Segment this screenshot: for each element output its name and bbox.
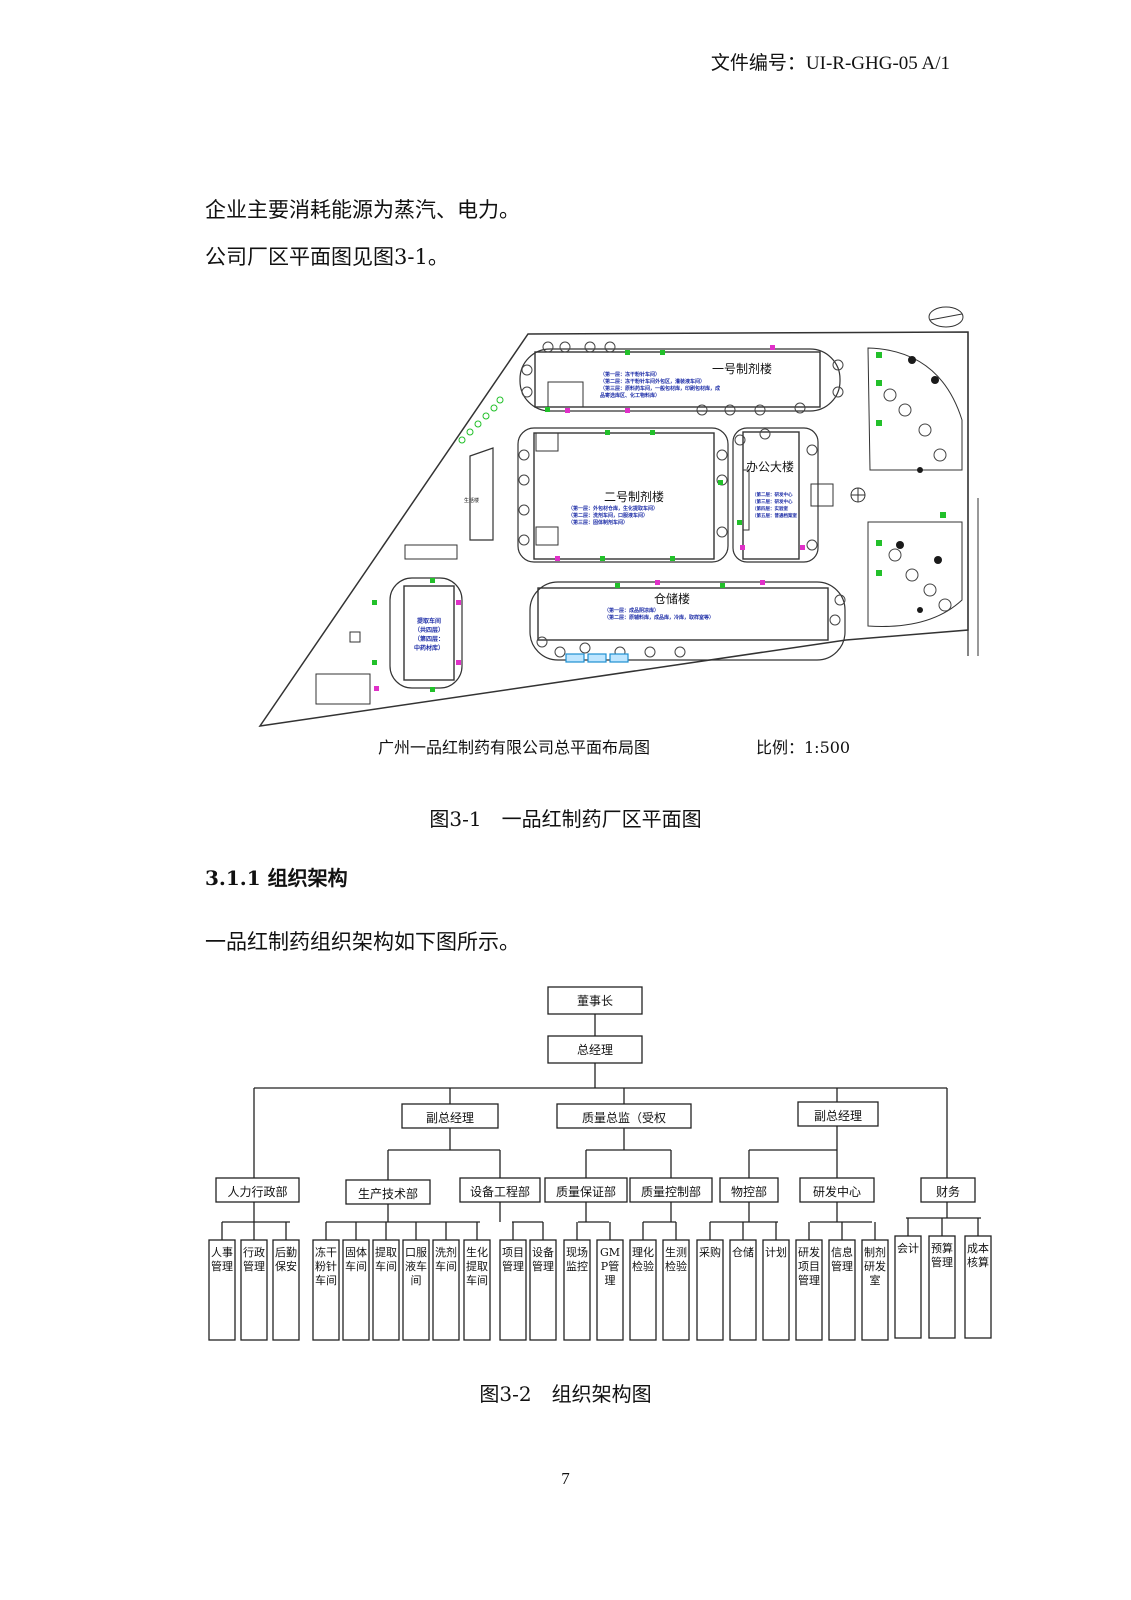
department-box: 质量保证部 [555, 1185, 616, 1199]
building-2-note: （第三层：固体制剂车间） [568, 520, 629, 526]
building-2-label: 二号制剂楼 [604, 490, 665, 504]
extraction-note: 中药材库） [413, 645, 444, 652]
warehouse-note: （第一层：成品阴凉库） [604, 608, 660, 614]
energy-paragraph: 企业主要消耗能源为蒸汽、电力。 [205, 198, 520, 222]
warehouse-label: 仓储楼 [654, 592, 691, 606]
quality-director-box: 质量总监（受权 [581, 1111, 666, 1125]
unit-box: 成本核算 [967, 1242, 989, 1269]
chairman-box: 董事长 [576, 994, 613, 1008]
unit-box: 预算管理 [931, 1242, 953, 1269]
figure-3-2-caption: 图3-2 组织架构图 [479, 1382, 652, 1406]
department-box: 质量控制部 [640, 1185, 701, 1199]
document-number: 文件编号：UI-R-GHG-05 A/1 [710, 53, 950, 74]
unit-box: 仓储 [732, 1246, 754, 1259]
unit-box: 提取车间 [375, 1246, 397, 1273]
general-manager-box: 总经理 [576, 1043, 613, 1057]
section-heading-3-1-1: 3.1.1 组织架构 [205, 866, 348, 890]
unit-box: 项目管理 [502, 1246, 524, 1273]
unit-box: 行政管理 [243, 1246, 265, 1273]
department-box: 生产技术部 [357, 1187, 418, 1201]
department-box: 财务 [935, 1185, 960, 1199]
unit-box: GMP管理 [599, 1246, 621, 1287]
unit-box: 信息管理 [831, 1246, 853, 1273]
site-plan-inner-caption: 广州一品红制药有限公司总平面布局图 [378, 738, 651, 757]
vice-gm-left-box: 副总经理 [425, 1111, 474, 1125]
unit-box: 制剂研发室 [864, 1246, 886, 1287]
unit-box: 后勤保安 [275, 1246, 297, 1273]
site-plan-scale: 比例：1:500 [756, 738, 851, 757]
building-1-note: （第三层：原料药车间，一般包材库，印刷包材库，成 [600, 386, 721, 392]
page-number: 7 [561, 1469, 570, 1488]
org-intro-paragraph: 一品红制药组织架构如下图所示。 [205, 930, 520, 954]
unit-box: 采购 [699, 1246, 721, 1259]
building-1-label: 一号制剂楼 [712, 362, 773, 376]
unit-box: 研发项目管理 [798, 1246, 820, 1287]
unit-box: 固体车间 [345, 1246, 367, 1273]
building-2-note: （第二层：洗剂车间，口服液车间） [568, 513, 649, 519]
unit-box: 洗剂车间 [435, 1246, 457, 1273]
unit-box: 现场监控 [566, 1246, 588, 1273]
vice-gm-right-box: 副总经理 [813, 1109, 862, 1123]
unit-box: 会计 [897, 1242, 919, 1255]
department-box: 物控部 [730, 1185, 767, 1199]
warehouse-notes: （第一层：成品阴凉库） （第二层：原辅料库，成品库，冷库，取样室等） [604, 608, 714, 622]
department-box: 人力行政部 [227, 1185, 288, 1199]
site-plan-intro: 公司厂区平面图见图3-1。 [205, 245, 449, 269]
unit-box: 计划 [765, 1246, 787, 1259]
unit-box: 生测检验 [665, 1246, 687, 1273]
figure-3-1-caption: 图3-1 一品红制药厂区平面图 [429, 807, 702, 831]
office-note: （第五层：普通档案室 [752, 514, 797, 519]
unit-box: 生化提取车间 [466, 1246, 488, 1287]
extraction-workshop-label: 提取车间 （共四层） （第四层： 中药材库） [408, 617, 450, 653]
building-2-note: （第一层：外包材仓库，生化提取车间） [568, 506, 659, 512]
unit-box: 设备管理 [532, 1246, 554, 1273]
building-2-notes: （第一层：外包材仓库，生化提取车间） （第二层：洗剂车间，口服液车间） （第三层… [568, 506, 658, 527]
unit-box: 冻干粉针车间 [315, 1246, 337, 1287]
building-1-note: （第二层：冻干粉针车间外包区，灌装液车间） [600, 379, 706, 385]
office-note: （第三层：研发中心 [752, 500, 793, 505]
department-box: 设备工程部 [469, 1185, 530, 1199]
office-note: （第四层：实验室 [752, 507, 788, 512]
unit-box: 口服液车间 [405, 1246, 427, 1287]
building-1-note: 品寄选库区、化工物料库） [600, 393, 661, 399]
department-box: 研发中心 [812, 1185, 861, 1199]
extraction-note: （第四层： [413, 636, 444, 643]
warehouse-note: （第二层：原辅料库，成品库，冷库，取样室等） [604, 615, 715, 621]
building-1-notes: （第一层：冻干粉针车间） （第二层：冻干粉针车间外包区，灌装液车间） （第三层：… [600, 372, 720, 400]
office-note: （第二层：研发中心 [752, 493, 793, 498]
dormitory-label: 生活楼 [464, 498, 480, 504]
building-1-note: （第一层：冻干粉针车间） [600, 372, 661, 378]
office-notes: （第二层：研发中心 （第三层：研发中心 （第四层：实验室 （第五层：普通档案室 [752, 492, 797, 520]
extraction-note: （共四层） [413, 627, 444, 634]
office-building-label: 办公大楼 [746, 460, 795, 474]
unit-box: 人事管理 [211, 1246, 233, 1273]
extraction-title: 提取车间 [416, 618, 441, 625]
unit-box: 理化检验 [632, 1246, 654, 1273]
